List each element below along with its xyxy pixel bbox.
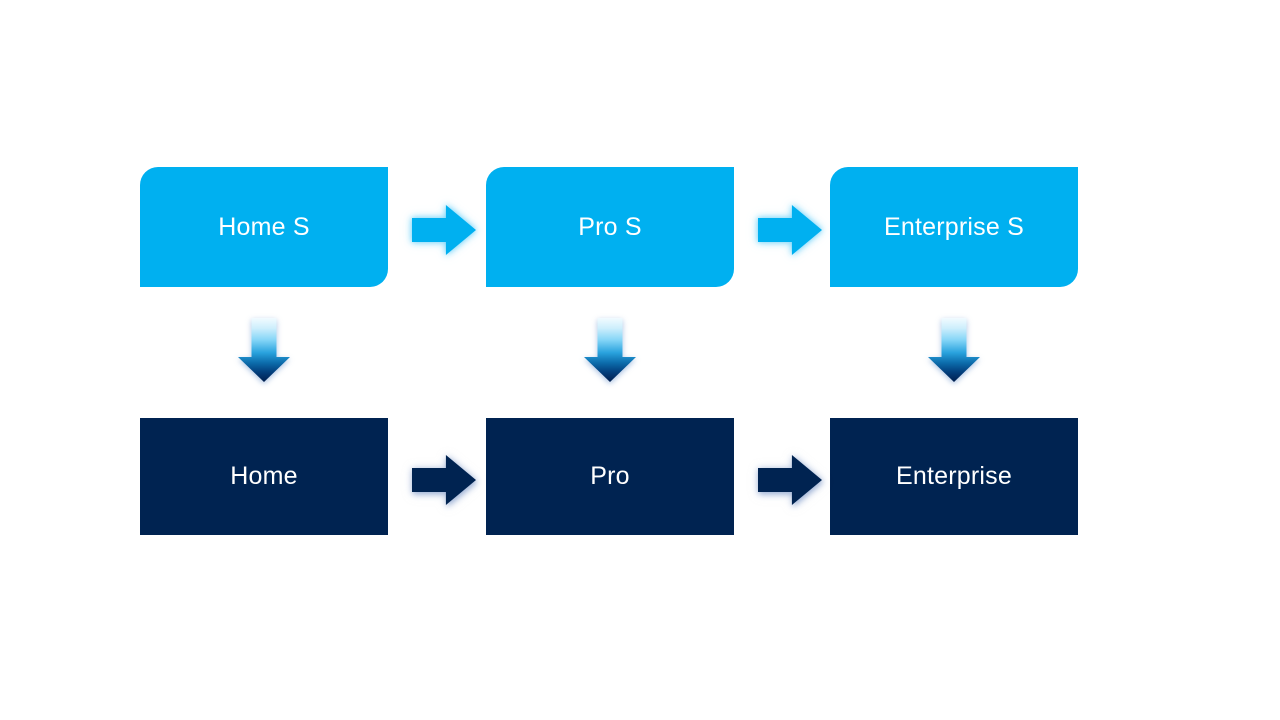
- down-arrow-shape: [584, 318, 636, 382]
- node-label: Enterprise: [896, 462, 1012, 490]
- down-arrow-icon: [238, 318, 290, 382]
- node-label: Home: [230, 462, 298, 490]
- right-arrow-shape: [758, 455, 822, 505]
- right-arrow-icon: [758, 455, 822, 505]
- down-arrow-shape: [928, 318, 980, 382]
- down-arrow-icon: [584, 318, 636, 382]
- right-arrow-shape: [412, 455, 476, 505]
- node-label: Pro: [590, 462, 630, 490]
- right-arrow-shape: [758, 205, 822, 255]
- down-arrow-shape: [238, 318, 290, 382]
- right-arrow-icon: [758, 205, 822, 255]
- node-home: Home: [140, 418, 388, 535]
- node-label: Home S: [218, 212, 310, 241]
- node-enterprise-s: Enterprise S: [830, 167, 1078, 287]
- node-label: Enterprise S: [884, 212, 1024, 241]
- right-arrow-shape: [412, 205, 476, 255]
- node-pro-s: Pro S: [486, 167, 734, 287]
- node-enterprise: Enterprise: [830, 418, 1078, 535]
- node-label: Pro S: [578, 212, 642, 241]
- node-home-s: Home S: [140, 167, 388, 287]
- down-arrow-icon: [928, 318, 980, 382]
- right-arrow-icon: [412, 455, 476, 505]
- node-pro: Pro: [486, 418, 734, 535]
- right-arrow-icon: [412, 205, 476, 255]
